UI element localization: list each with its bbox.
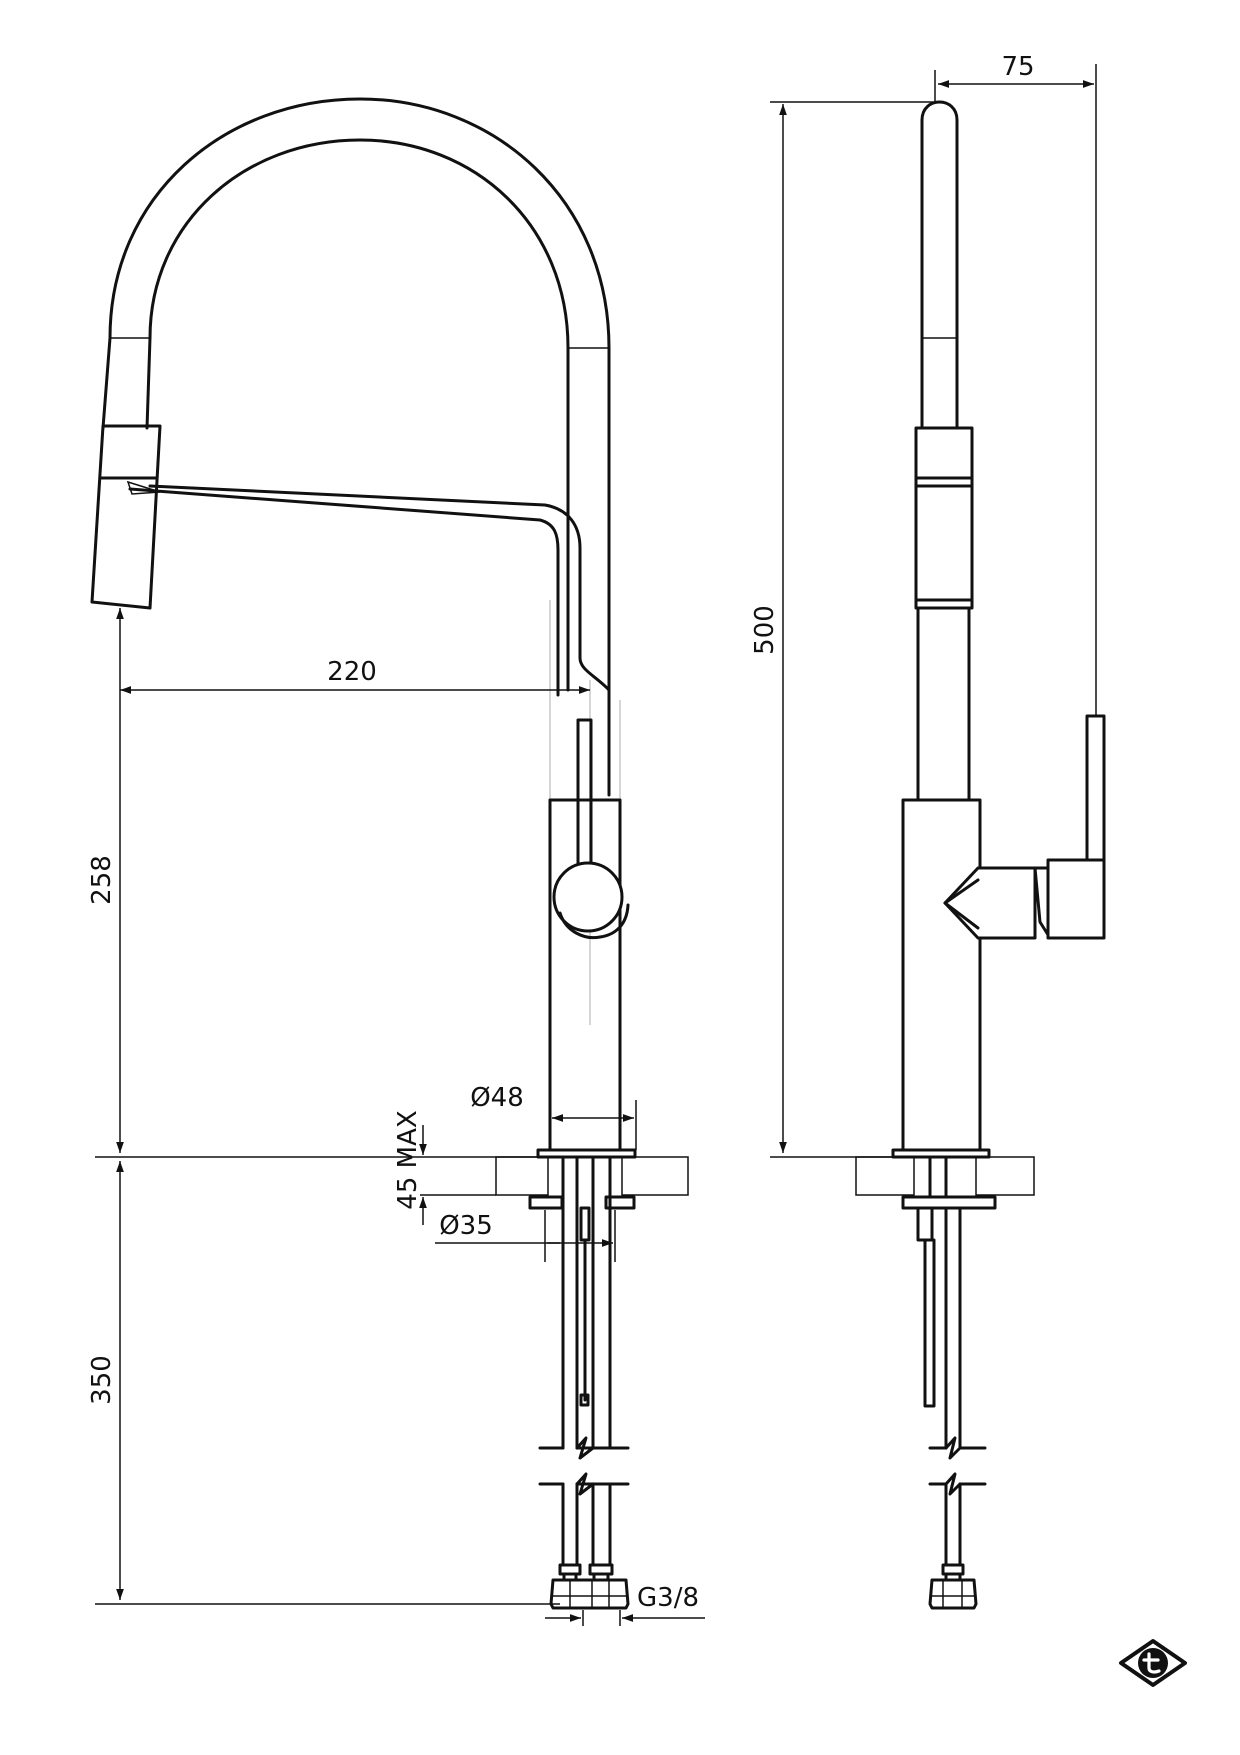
dim-75-label: 75 — [1001, 52, 1034, 82]
dim-diameter-35-label: Ø35 — [439, 1211, 493, 1241]
countertop-left — [495, 1156, 549, 1196]
dim-220-label: 220 — [327, 657, 377, 687]
lever-handle — [576, 718, 593, 872]
dimension-lines — [95, 64, 1097, 1626]
spout-side — [920, 100, 959, 430]
body-side — [901, 798, 982, 1152]
dim-45-max-label: 45 MAX — [393, 1110, 423, 1209]
hex-connector — [549, 1578, 630, 1610]
countertop-side-left — [855, 1156, 915, 1196]
spray-head-side — [914, 426, 974, 610]
dim-500-label: 500 — [750, 605, 780, 655]
front-view — [90, 97, 689, 1610]
lever-side — [943, 866, 1037, 940]
side-view — [855, 100, 1106, 1610]
countertop-side-right — [975, 1156, 1035, 1196]
lever-knob — [552, 861, 624, 933]
mounting-nut-right — [604, 1195, 636, 1210]
base-plate — [536, 1148, 637, 1159]
dim-258-label: 258 — [87, 855, 117, 905]
mounting-nut-left — [528, 1195, 564, 1210]
pull-out-hose — [148, 484, 611, 692]
spray-head — [90, 424, 162, 610]
dim-g38-label: G3/8 — [637, 1583, 699, 1613]
dim-350-label: 350 — [87, 1355, 117, 1405]
spout-arc-inner — [148, 138, 570, 692]
brand-t-logo-icon — [1119, 1639, 1187, 1687]
supply-hoses — [538, 1155, 630, 1582]
spout-arc — [108, 97, 611, 797]
faucet-body — [548, 798, 622, 1152]
countertop-right — [621, 1156, 689, 1196]
dim-diameter-48-label: Ø48 — [470, 1083, 524, 1113]
hex-connector-side — [928, 1578, 978, 1610]
